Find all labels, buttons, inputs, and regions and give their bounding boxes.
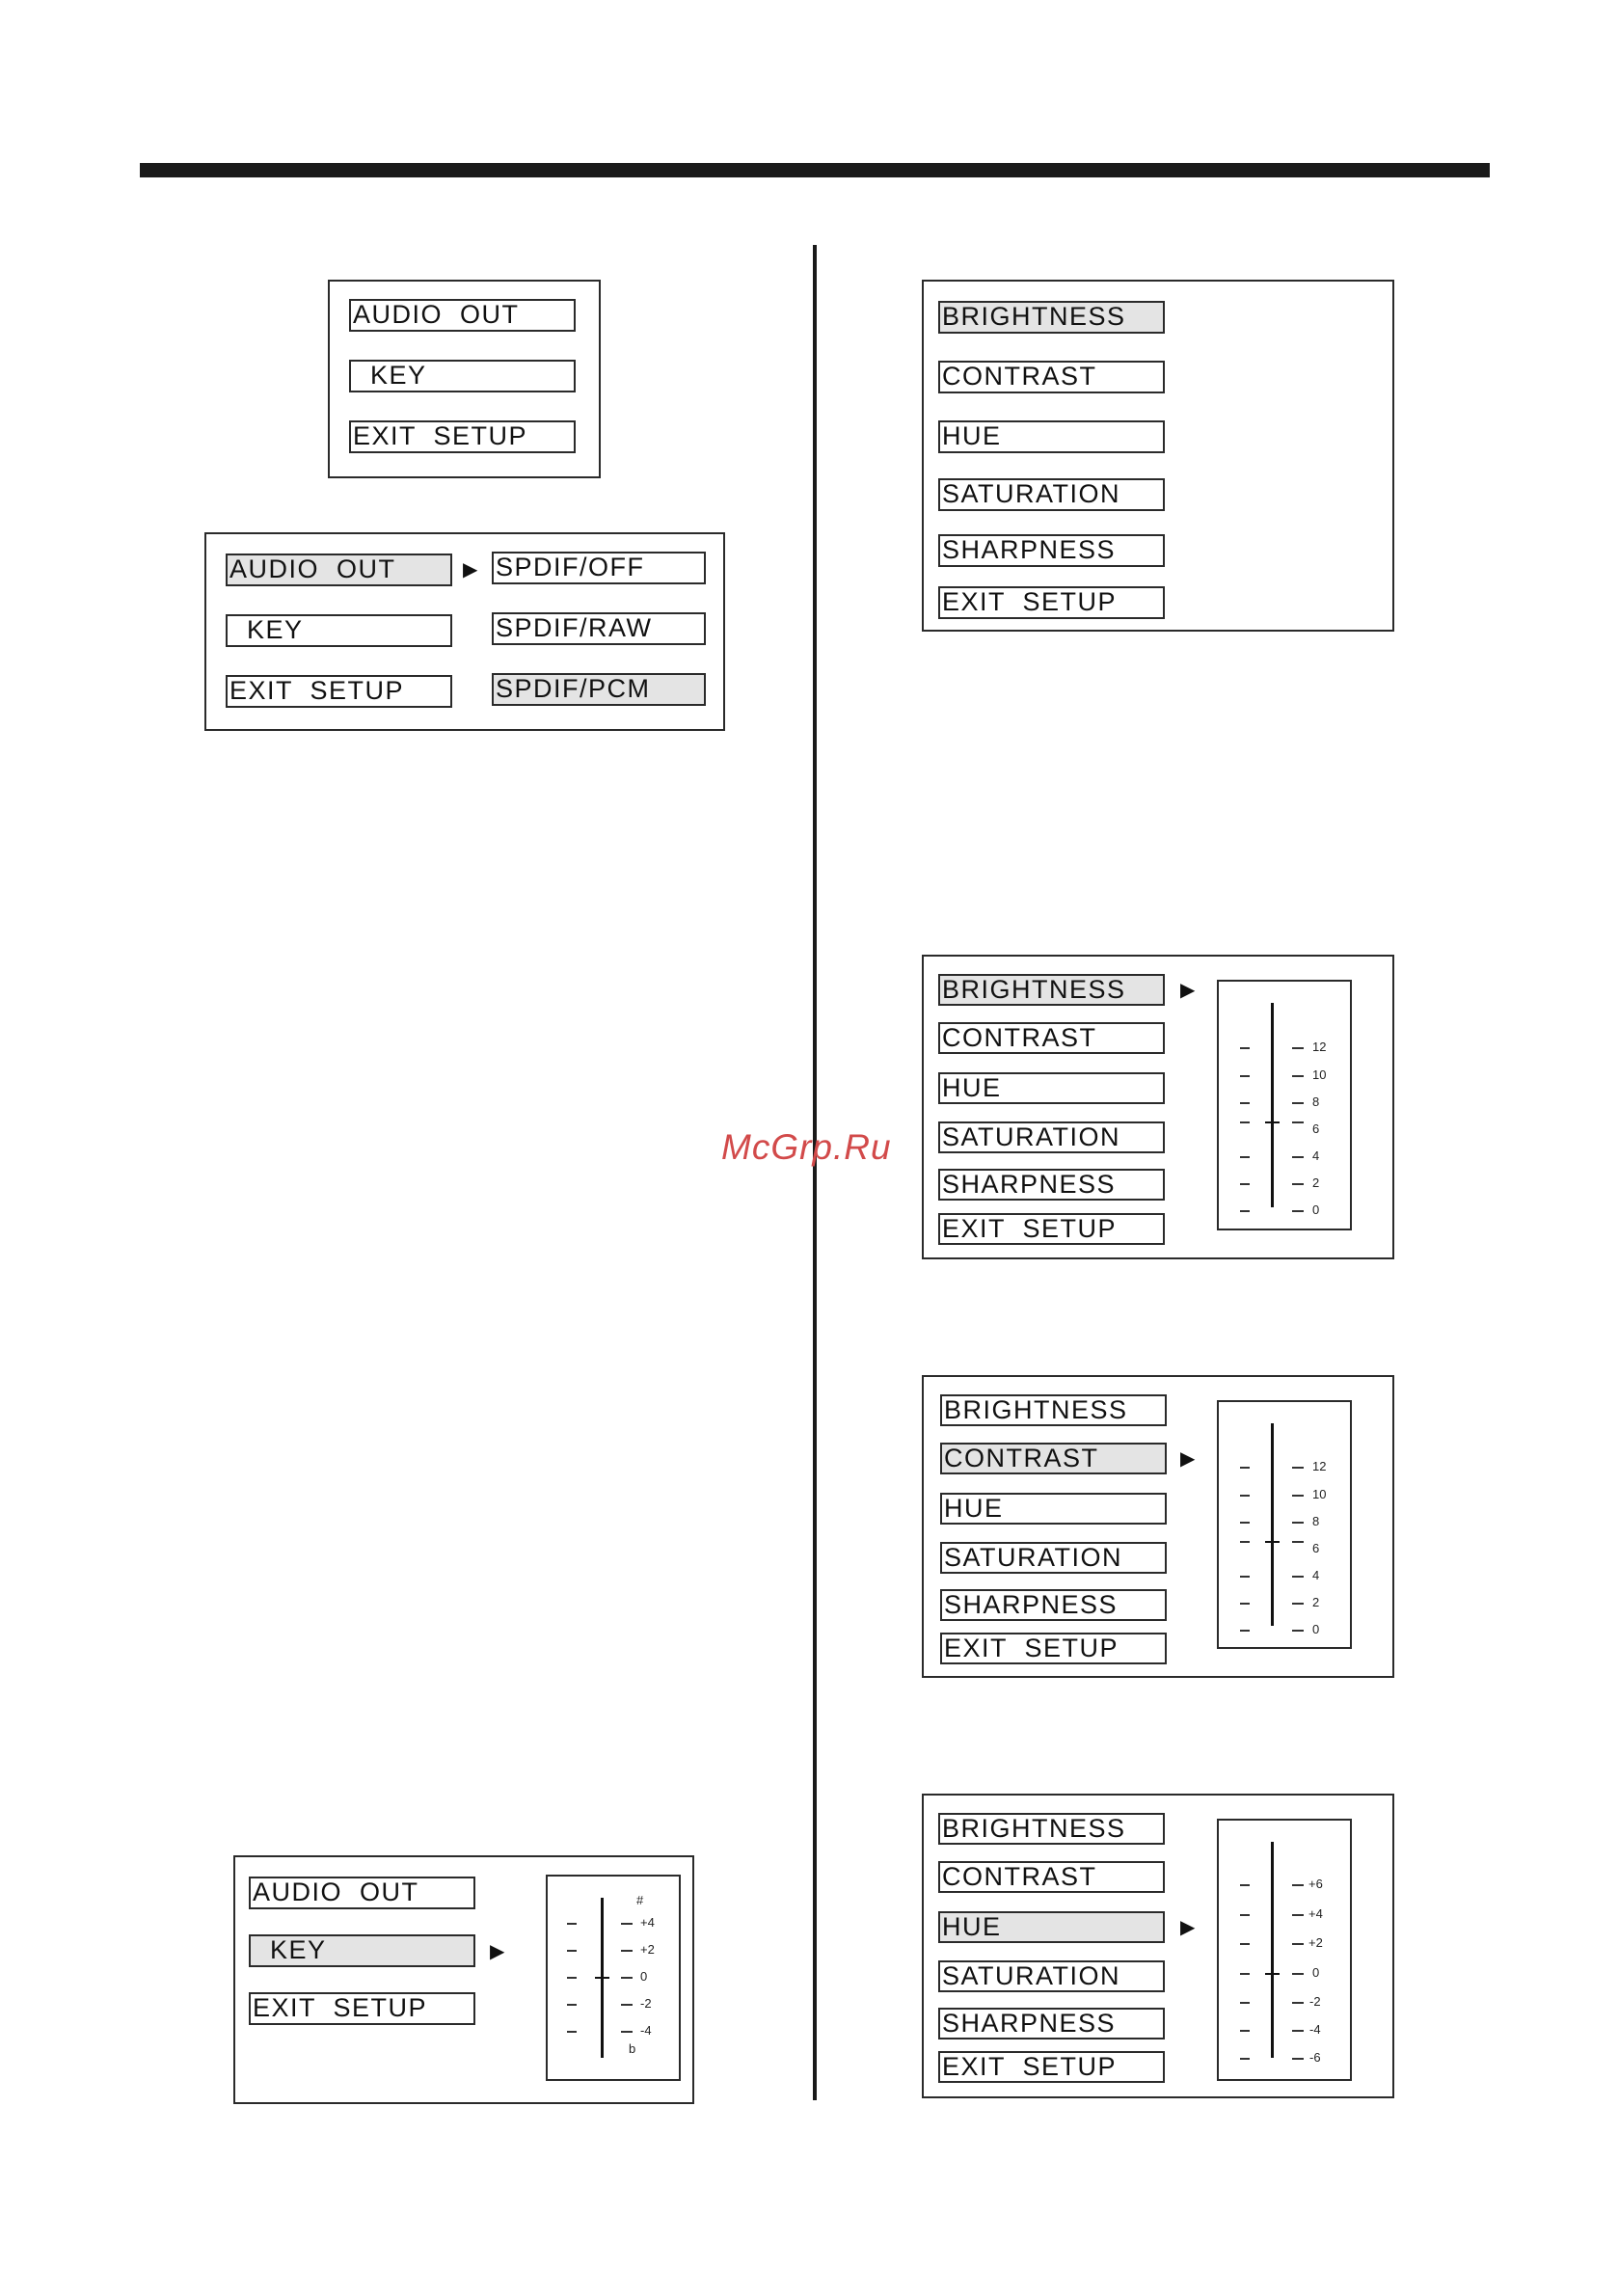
scale-label: 6 [1312,1121,1320,1136]
menu-item-key[interactable]: KEY [349,360,576,392]
arrow-right-icon: ▶ [1180,1448,1196,1470]
scale-label: +2 [640,1942,655,1957]
menu-item-exit-setup[interactable]: EXIT SETUP [249,1992,475,2025]
key-level-scale[interactable]: # +4 +2 0 -2 -4 b [546,1875,681,2081]
arrow-right-icon: ▶ [1180,1917,1196,1938]
scale-label: 2 [1312,1175,1320,1190]
scale-label: +4 [640,1915,655,1930]
menu-item-hue[interactable]: HUE [938,1072,1165,1104]
scale-label: -6 [1309,2050,1321,2065]
scale-label: +2 [1308,1935,1323,1950]
scale-label: 10 [1312,1067,1327,1082]
menu-item-exit-setup[interactable]: EXIT SETUP [940,1633,1167,1664]
flat-symbol: b [629,2041,636,2056]
option-spdif-off[interactable]: SPDIF/OFF [492,552,706,584]
scale-label: 12 [1312,1040,1327,1054]
contrast-menu-panel: BRIGHTNESS CONTRAST HUE SATURATION SHARP… [922,1375,1394,1678]
menu-item-brightness[interactable]: BRIGHTNESS [938,974,1165,1006]
scale-label: -2 [640,1996,652,2011]
menu-item-saturation[interactable]: SATURATION [938,478,1165,511]
menu-item-key[interactable]: KEY [226,614,452,647]
menu-item-saturation[interactable]: SATURATION [940,1542,1167,1574]
scale-label: 4 [1312,1148,1320,1163]
scale-label: 8 [1312,1514,1320,1528]
menu-item-brightness[interactable]: BRIGHTNESS [940,1394,1167,1426]
menu-item-sharpness[interactable]: SHARPNESS [940,1589,1167,1621]
menu-item-contrast[interactable]: CONTRAST [940,1443,1167,1474]
scale-label: 0 [640,1969,648,1984]
menu-item-contrast[interactable]: CONTRAST [938,361,1165,393]
column-divider [813,245,817,2100]
menu-item-key[interactable]: KEY [249,1934,475,1967]
setup-menu-panel: AUDIO OUT KEY EXIT SETUP [328,280,601,478]
contrast-level-scale[interactable]: 12 10 8 6 4 2 0 [1217,1400,1352,1649]
arrow-right-icon: ▶ [1180,980,1196,1001]
menu-item-exit-setup[interactable]: EXIT SETUP [938,1213,1165,1245]
sharp-symbol: # [636,1893,644,1907]
scale-label: -2 [1309,1994,1321,2009]
menu-item-exit-setup[interactable]: EXIT SETUP [938,586,1165,619]
scale-label: +6 [1308,1877,1323,1891]
scale-label: 8 [1312,1094,1320,1109]
menu-item-contrast[interactable]: CONTRAST [938,1022,1165,1054]
scale-label: -4 [1309,2022,1321,2037]
scale-label: 0 [1312,1622,1320,1636]
audio-out-menu-panel: AUDIO OUT KEY EXIT SETUP ▶ SPDIF/OFF SPD… [204,532,725,731]
hue-menu-panel: BRIGHTNESS CONTRAST HUE SATURATION SHARP… [922,1794,1394,2098]
arrow-right-icon: ▶ [463,559,478,581]
key-menu-panel: AUDIO OUT KEY EXIT SETUP ▶ # +4 +2 0 -2 … [233,1855,694,2104]
top-rule [140,163,1490,177]
hue-level-scale[interactable]: +6 +4 +2 0 -2 -4 -6 [1217,1819,1352,2081]
menu-item-exit-setup[interactable]: EXIT SETUP [349,420,576,453]
scale-label: 0 [1312,1202,1320,1217]
arrow-right-icon: ▶ [490,1941,505,1962]
option-spdif-pcm[interactable]: SPDIF/PCM [492,673,706,706]
menu-item-audio-out[interactable]: AUDIO OUT [226,554,452,586]
menu-item-brightness[interactable]: BRIGHTNESS [938,301,1165,334]
menu-item-sharpness[interactable]: SHARPNESS [938,534,1165,567]
scale-label: 2 [1312,1595,1320,1609]
scale-label: 0 [1312,1965,1320,1980]
scale-label: 12 [1312,1459,1327,1473]
video-menu-panel: BRIGHTNESS CONTRAST HUE SATURATION SHARP… [922,280,1394,632]
menu-item-contrast[interactable]: CONTRAST [938,1861,1165,1893]
scale-label: 6 [1312,1541,1320,1555]
menu-item-exit-setup[interactable]: EXIT SETUP [938,2051,1165,2083]
menu-item-brightness[interactable]: BRIGHTNESS [938,1813,1165,1845]
scale-label: 4 [1312,1568,1320,1582]
menu-item-audio-out[interactable]: AUDIO OUT [349,299,576,332]
scale-label: +4 [1308,1906,1323,1921]
menu-item-audio-out[interactable]: AUDIO OUT [249,1877,475,1909]
brightness-level-scale[interactable]: 12 10 8 6 4 2 0 [1217,980,1352,1230]
menu-item-exit-setup[interactable]: EXIT SETUP [226,675,452,708]
menu-item-sharpness[interactable]: SHARPNESS [938,1169,1165,1201]
menu-item-saturation[interactable]: SATURATION [938,1121,1165,1153]
option-spdif-raw[interactable]: SPDIF/RAW [492,612,706,645]
menu-item-hue[interactable]: HUE [938,420,1165,453]
menu-item-hue[interactable]: HUE [940,1493,1167,1525]
menu-item-hue[interactable]: HUE [938,1911,1165,1943]
watermark: McGrp.Ru [721,1127,892,1167]
menu-item-sharpness[interactable]: SHARPNESS [938,2008,1165,2039]
scale-label: 10 [1312,1487,1327,1501]
scale-label: -4 [640,2023,652,2038]
brightness-menu-panel: BRIGHTNESS CONTRAST HUE SATURATION SHARP… [922,955,1394,1259]
menu-item-saturation[interactable]: SATURATION [938,1960,1165,1992]
